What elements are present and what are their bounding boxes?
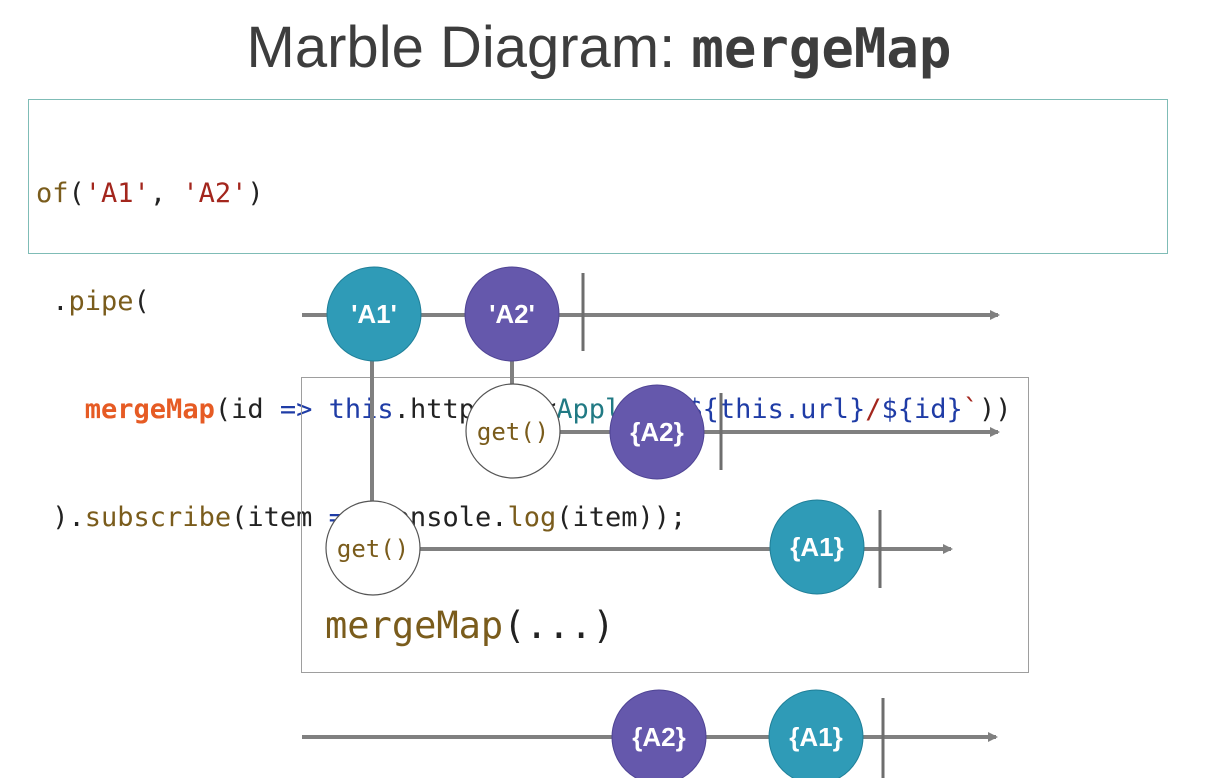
code-token: / xyxy=(865,394,882,425)
marble-label: 'A2' xyxy=(489,299,535,329)
title-operator: mergeMap xyxy=(691,17,952,80)
code-line-1: of('A1', 'A2') xyxy=(36,176,1012,212)
marble-a1-source: 'A1' xyxy=(326,266,422,362)
get-label: get() xyxy=(337,535,409,563)
marble-a1-output: {A1} xyxy=(768,689,864,778)
code-token: subscribe xyxy=(84,502,232,533)
marble-label: {A1} xyxy=(790,532,843,562)
code-box xyxy=(28,99,1168,254)
marble-label: 'A1' xyxy=(351,299,397,329)
get-label: get() xyxy=(477,418,549,446)
code-token: (item)); xyxy=(556,502,687,533)
marble-a2-output: {A2} xyxy=(611,689,707,778)
code-token: 'A1' xyxy=(84,178,150,209)
code-line-2: .pipe( xyxy=(36,284,1012,320)
code-block: of('A1', 'A2') .pipe( mergeMap(id => thi… xyxy=(36,104,1012,572)
marble-a1-inner: {A1} xyxy=(769,499,865,595)
marble-label: {A2} xyxy=(632,722,685,752)
code-token: . xyxy=(36,286,69,317)
code-token: } xyxy=(848,394,866,425)
marble-label: {A2} xyxy=(630,417,683,447)
operator-label: mergeMap(...) xyxy=(325,604,615,647)
code-token: url xyxy=(800,394,849,425)
code-token: ) xyxy=(247,178,264,209)
operator-box xyxy=(301,377,1029,673)
marble-a2-inner: {A2} xyxy=(609,384,705,480)
code-token: pipe xyxy=(68,286,134,317)
code-token: ). xyxy=(36,502,85,533)
code-token: ` xyxy=(962,394,980,425)
code-token: (id xyxy=(214,394,280,425)
marble-a2-source: 'A2' xyxy=(464,266,560,362)
code-token: mergeMap xyxy=(84,394,215,425)
code-token: )) xyxy=(979,394,1012,425)
get-node-a1: get() xyxy=(325,500,421,596)
get-node-a2: get() xyxy=(465,383,561,479)
code-token: , xyxy=(149,178,183,209)
code-token: ${id} xyxy=(881,394,963,425)
code-token: . xyxy=(783,394,801,425)
page-title: Marble Diagram: mergeMap xyxy=(0,14,1198,81)
code-token: 'A2' xyxy=(182,178,248,209)
code-token: this xyxy=(328,394,394,425)
code-token: ( xyxy=(68,178,85,209)
code-token: log xyxy=(507,502,557,533)
code-token: . xyxy=(491,502,508,533)
title-text: Marble Diagram: xyxy=(246,15,692,80)
code-token: (item xyxy=(231,502,329,533)
code-token: of xyxy=(36,178,69,209)
code-token: . xyxy=(393,394,410,425)
code-token: http xyxy=(409,394,475,425)
code-token: => xyxy=(279,394,313,425)
operator-label-fn: mergeMap xyxy=(325,604,504,647)
marble-label: {A1} xyxy=(789,722,842,752)
operator-label-args: (...) xyxy=(503,604,615,647)
code-token: ( xyxy=(133,286,150,317)
